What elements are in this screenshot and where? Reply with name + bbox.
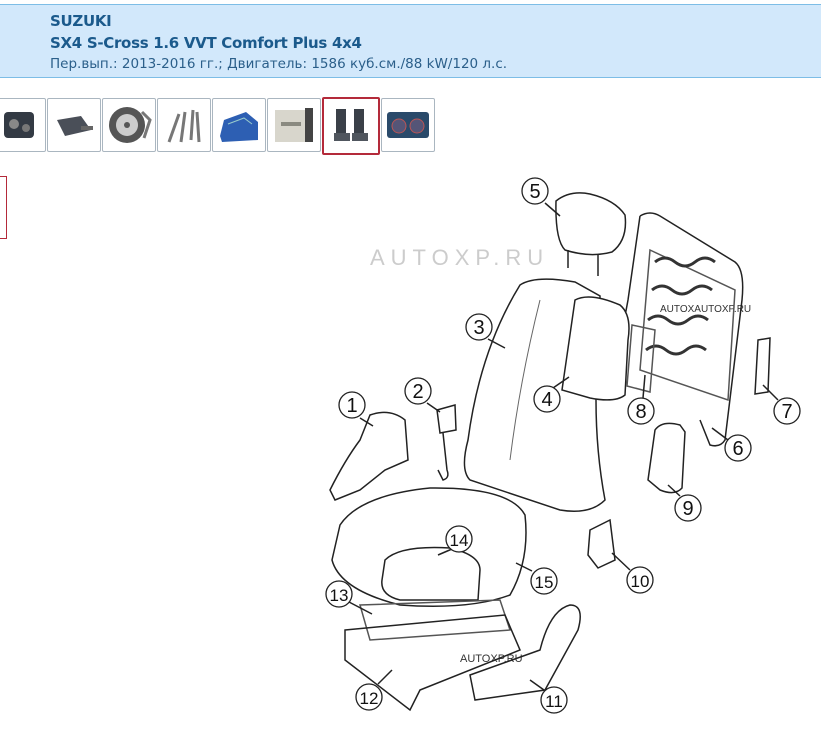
callout-number: 8 — [635, 401, 646, 423]
category-engine[interactable] — [0, 98, 46, 152]
callout-15[interactable]: 15 — [530, 567, 558, 595]
callout-circle — [724, 434, 752, 462]
watermark-top: AUTOXAUTOXP.RU — [660, 304, 751, 315]
callout-number: 15 — [535, 573, 554, 592]
callout-number: 14 — [450, 531, 469, 550]
callout-10[interactable]: 10 — [626, 566, 654, 594]
callout-8[interactable]: 8 — [627, 397, 655, 425]
part-lumbar-support[interactable] — [626, 324, 656, 393]
engine-icon — [4, 112, 34, 138]
parts-diagram: AUTOXP.RU AUTOXAUTOXP.RU AUTOXP.RU 12345… — [325, 177, 801, 714]
category-wheels[interactable] — [102, 98, 156, 152]
callout-number: 1 — [346, 395, 357, 417]
vehicle-brand: SUZUKI — [50, 12, 112, 30]
callout-circle — [465, 313, 493, 341]
callout-circle — [626, 566, 654, 594]
wheel-icon — [109, 107, 152, 143]
door-icon — [275, 108, 313, 142]
callout-1[interactable]: 1 — [338, 391, 366, 419]
dashboard-icon — [387, 112, 429, 138]
vehicle-header: SUZUKI SX4 S-Cross 1.6 VVT Comfort Plus … — [0, 4, 821, 78]
vehicle-details: Пер.вып.: 2013-2016 гг.; Двигатель: 1586… — [50, 56, 508, 72]
transmission-icon — [57, 116, 93, 136]
callout-4[interactable]: 4 — [533, 385, 561, 413]
callout-11[interactable]: 11 — [540, 686, 568, 714]
callout-5[interactable]: 5 — [521, 177, 549, 205]
callout-circle — [521, 177, 549, 205]
category-transmission[interactable] — [47, 98, 101, 152]
part-seat-cushion[interactable] — [331, 487, 527, 607]
callout-circle — [773, 397, 801, 425]
callout-circle — [533, 385, 561, 413]
part-seatback-cover[interactable] — [463, 278, 606, 512]
callout-number: 7 — [781, 401, 792, 423]
callout-12[interactable]: 12 — [355, 683, 383, 711]
callout-circle — [674, 494, 702, 522]
callout-circle — [338, 391, 366, 419]
part-seat-track[interactable] — [344, 599, 521, 712]
callout-circle — [530, 567, 558, 595]
exhaust-icon — [167, 109, 201, 143]
callout-number: 3 — [473, 317, 484, 339]
callout-circle — [445, 525, 473, 553]
callout-number: 4 — [541, 389, 552, 411]
part-side-trim[interactable] — [754, 337, 771, 395]
watermark-dotted: AUTOXP.RU — [370, 245, 549, 270]
callout-number: 10 — [631, 572, 650, 591]
category-instruments[interactable] — [381, 98, 435, 152]
side-panel-edge — [0, 176, 7, 239]
part-lumbar-cushion[interactable] — [561, 296, 630, 401]
category-exhaust[interactable] — [157, 98, 211, 152]
callout-9[interactable]: 9 — [674, 494, 702, 522]
callout-number: 13 — [330, 586, 349, 605]
category-seats[interactable] — [322, 97, 380, 155]
callout-circle — [355, 683, 383, 711]
body-icon — [220, 112, 258, 142]
callout-circle — [404, 377, 432, 405]
callout-number: 6 — [732, 438, 743, 460]
callout-number: 9 — [682, 498, 693, 520]
vehicle-model: SX4 S-Cross 1.6 VVT Comfort Plus 4x4 — [50, 34, 362, 52]
callout-number: 5 — [529, 181, 540, 203]
part-side-shield[interactable] — [469, 604, 581, 701]
callout-number: 12 — [360, 689, 379, 708]
callout-2[interactable]: 2 — [404, 377, 432, 405]
category-interior[interactable] — [267, 98, 321, 152]
seat-icon — [334, 109, 368, 141]
callout-3[interactable]: 3 — [465, 313, 493, 341]
part-armrest[interactable] — [647, 422, 686, 494]
callout-14[interactable]: 14 — [445, 525, 473, 553]
callout-number: 11 — [545, 692, 563, 711]
callout-7[interactable]: 7 — [773, 397, 801, 425]
callout-6[interactable]: 6 — [724, 434, 752, 462]
category-body[interactable] — [212, 98, 266, 152]
callout-13[interactable]: 13 — [325, 580, 353, 608]
part-cushion-pad[interactable] — [381, 546, 481, 601]
part-headrest[interactable] — [555, 192, 627, 276]
part-recliner-cover[interactable] — [329, 411, 409, 501]
callout-circle — [325, 580, 353, 608]
part-bracket[interactable] — [587, 518, 616, 569]
callout-circle — [540, 686, 568, 714]
part-hinge-bracket[interactable] — [436, 404, 457, 481]
callout-circle — [627, 397, 655, 425]
callout-number: 2 — [412, 381, 423, 403]
category-thumbnails — [0, 97, 435, 155]
